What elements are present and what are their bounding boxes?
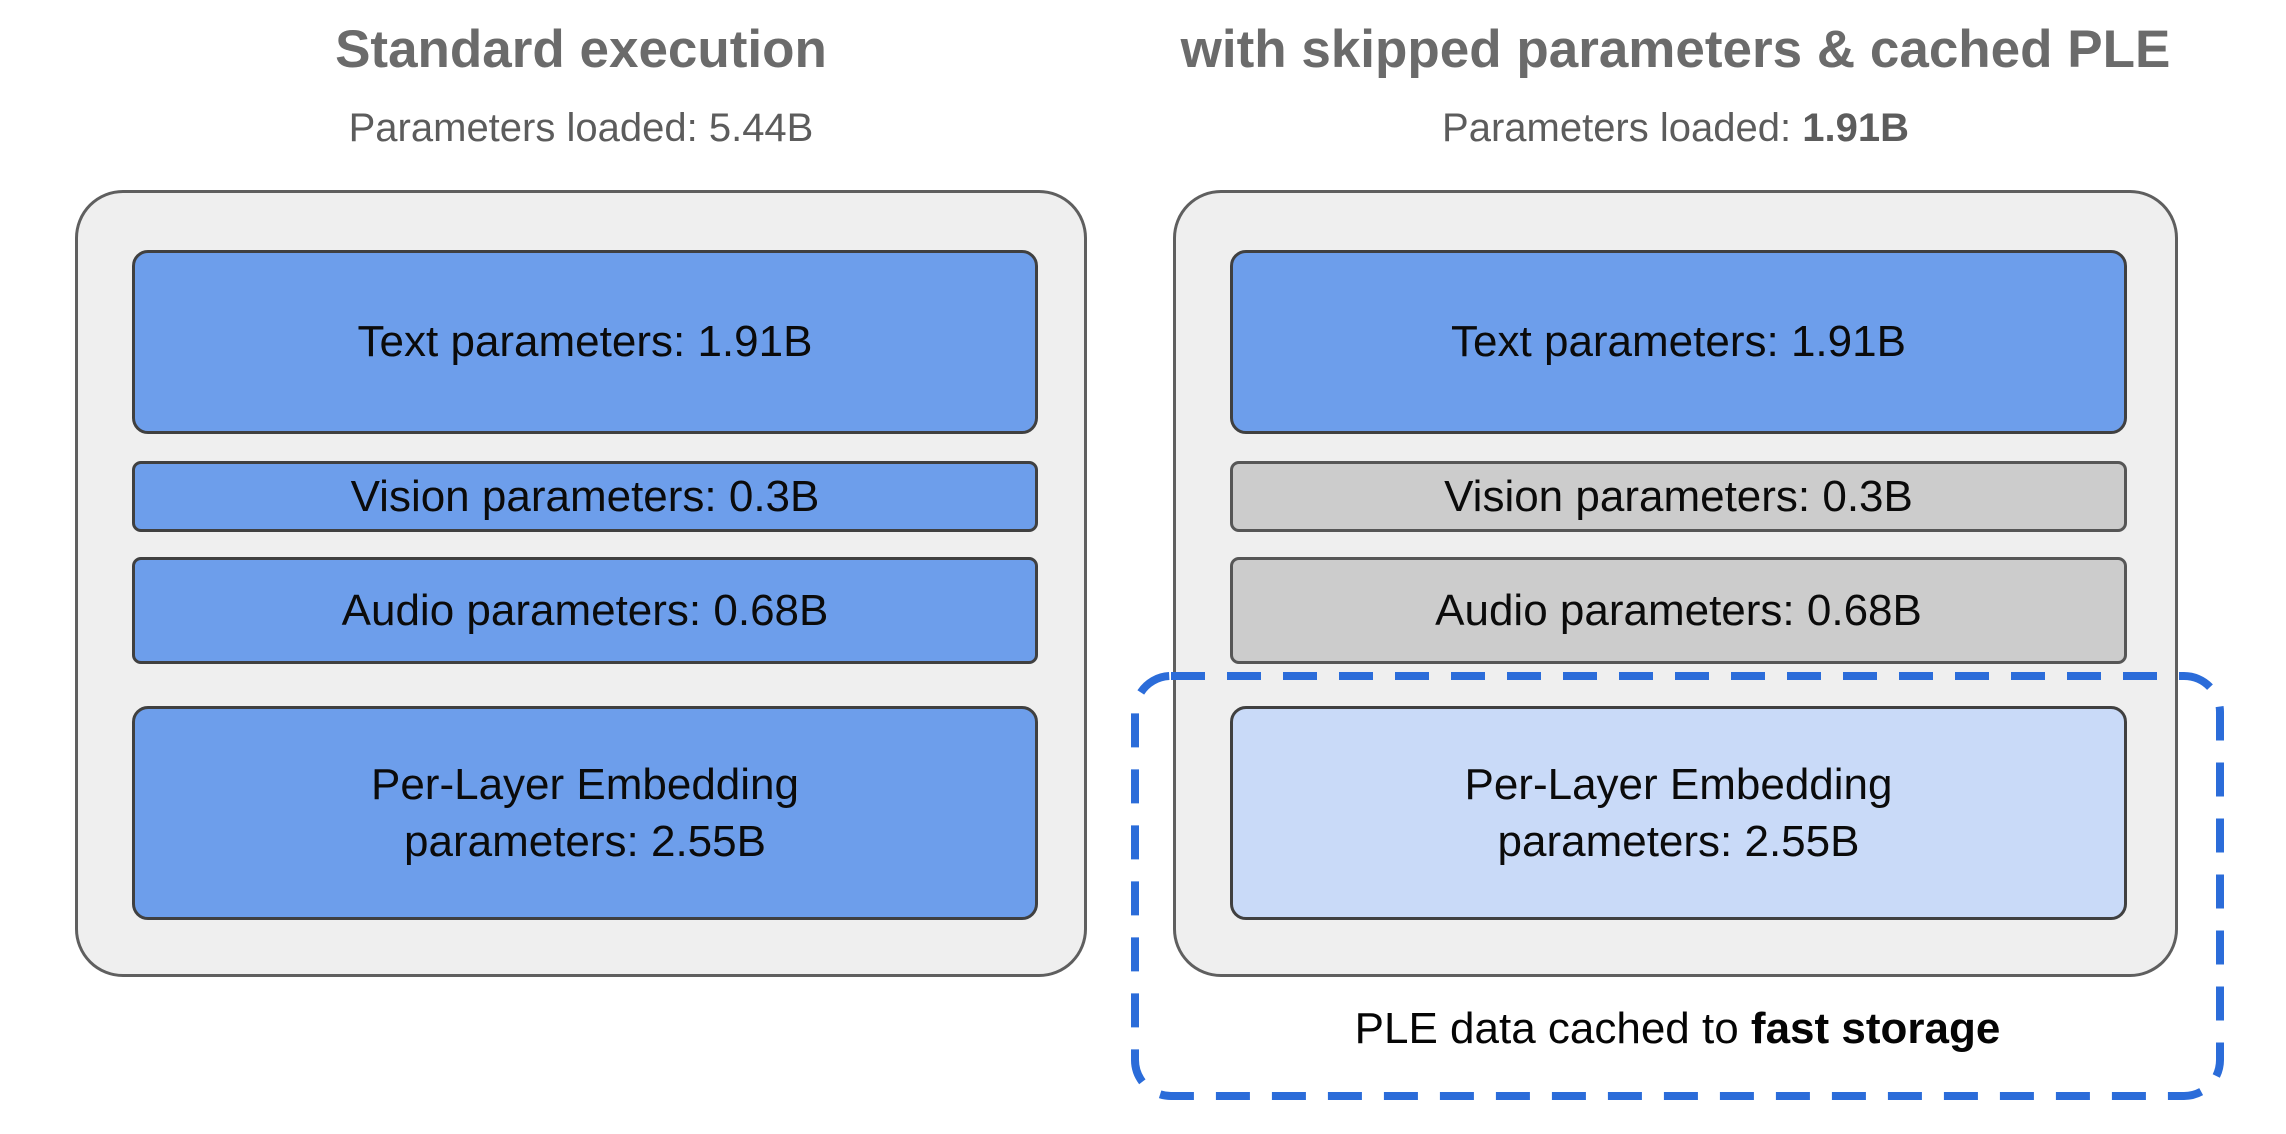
vision-parameters-label: Vision parameters: 0.3B [1444,471,1913,521]
parameters-loaded-label: Parameters loaded: [1442,106,1803,150]
ple-parameters-box-cached: Per-Layer Embedding parameters: 2.55B [1230,706,2127,920]
vision-parameters-label: Vision parameters: 0.3B [350,471,820,521]
text-parameters-box: Text parameters: 1.91B [1230,250,2127,434]
ple-parameters-box: Per-Layer Embedding parameters: 2.55B [132,706,1038,920]
vision-parameters-box: Vision parameters: 0.3B [132,461,1038,532]
parameters-loaded-value: 1.91B [1802,106,1909,150]
skipped-parameters-title: with skipped parameters & cached PLE [1180,20,2171,79]
skipped-execution-container: Text parameters: 1.91B Vision parameters… [1173,190,2178,977]
text-parameters-label: Text parameters: 1.91B [357,317,813,367]
ple-parameters-label: Per-Layer Embedding parameters: 2.55B [370,759,799,866]
standard-execution-container: Text parameters: 1.91B Vision parameters… [75,190,1087,977]
ple-parameters-label: Per-Layer Embedding parameters: 2.55B [1464,759,1893,866]
parameters-loaded-value: 5.44B [708,106,814,150]
audio-parameters-label: Audio parameters: 0.68B [1435,585,1922,635]
ple-cache-caption: PLE data cached to fast storage [1135,1004,2220,1054]
parameters-loaded-label: Parameters loaded: [348,106,709,150]
standard-execution-subtitle: Parameters loaded: 5.44B [75,104,1087,152]
text-parameters-label: Text parameters: 1.91B [1451,317,1906,367]
standard-execution-title: Standard execution [335,20,827,79]
skipped-parameters-subtitle: Parameters loaded: 1.91B [1173,104,2178,152]
audio-parameters-box: Audio parameters: 0.68B [132,557,1038,664]
audio-parameters-box-skipped: Audio parameters: 0.68B [1230,557,2127,664]
ple-cache-caption-text: PLE data cached to [1354,1004,1751,1053]
vision-parameters-box-skipped: Vision parameters: 0.3B [1230,461,2127,532]
text-parameters-box: Text parameters: 1.91B [132,250,1038,434]
audio-parameters-label: Audio parameters: 0.68B [341,585,829,635]
ple-cache-caption-bold-text: fast storage [1750,1004,2001,1053]
